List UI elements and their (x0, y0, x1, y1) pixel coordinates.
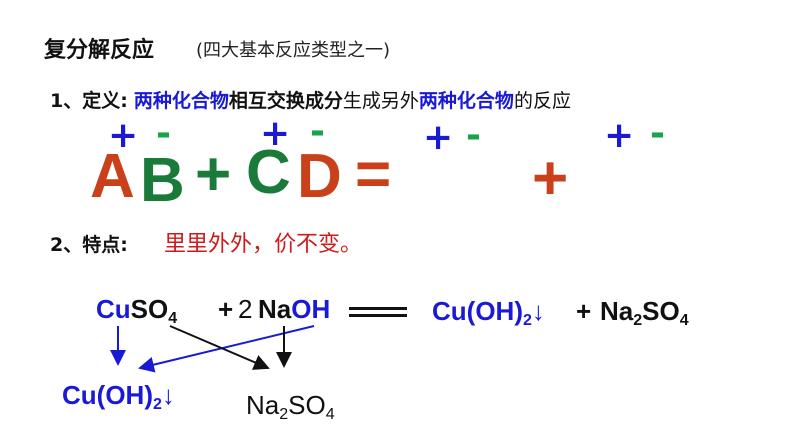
charge-plus-a: + (108, 115, 139, 156)
precipitate-arrow: ↓ (531, 296, 545, 326)
reactant-oh: OH (291, 294, 331, 324)
letter-a: A (90, 142, 135, 211)
product-plus: + (576, 296, 592, 326)
feature-label: 2、特点: (50, 234, 128, 256)
lower-product-na2so4: Na2SO4 (246, 390, 335, 423)
reactant-so4: SO4 (130, 294, 178, 327)
product-na2so4: Na2SO4 (600, 296, 689, 329)
charge-minus-product2: - (650, 113, 665, 154)
letter-c: C (246, 138, 291, 207)
equation-equals: = (355, 140, 392, 209)
definition-exchange: 相互交换成分 (228, 90, 343, 112)
feature-text: 里里外外，价不变。 (164, 232, 363, 257)
definition-line: 1、定义: 两种化合物相互交换成分生成另外两种化合物的反应 (50, 92, 571, 111)
definition-two-compounds: 两种化合物 (133, 90, 229, 112)
arrow-so4-to-na2so4 (169, 325, 270, 370)
lower-product-cuoh2: Cu(OH)2↓ (62, 380, 175, 413)
page-title: 复分解反应 (44, 38, 155, 63)
reactant-naoh: NaOH (258, 296, 330, 322)
letter-d: D (297, 142, 342, 211)
charge-plus-product1: + (423, 117, 454, 158)
reactant-cuso4: CuSO4 (96, 296, 177, 327)
equation-plus: + (195, 140, 232, 209)
charge-minus-product1: - (466, 115, 481, 156)
product-cuoh2: Cu(OH)2↓ (432, 296, 545, 329)
charge-minus-d: - (310, 111, 325, 152)
charge-plus-c: + (260, 113, 291, 154)
reaction-plus: + (218, 294, 234, 324)
reactant-cu: Cu (96, 294, 131, 324)
definition-generate: 生成另外 (342, 90, 419, 112)
letter-b: B (140, 146, 185, 215)
page-subtitle: (四大基本反应类型之一) (196, 40, 391, 61)
reactant-na: Na (258, 294, 292, 324)
definition-reaction: 的反应 (513, 90, 571, 112)
charge-minus-b: - (156, 113, 171, 154)
definition-two-compounds-2: 两种化合物 (418, 90, 514, 112)
arrow-oh-to-cuoh2 (138, 325, 315, 373)
definition-label: 1、定义: (50, 90, 128, 112)
reaction-equals-top-line (349, 307, 407, 310)
equation-plus-products: + (532, 144, 569, 213)
reaction-equals-bottom-line (349, 314, 407, 317)
reaction-coefficient: 2 (238, 294, 253, 324)
lower-precipitate-arrow: ↓ (161, 380, 175, 410)
charge-plus-product2: + (604, 115, 635, 156)
